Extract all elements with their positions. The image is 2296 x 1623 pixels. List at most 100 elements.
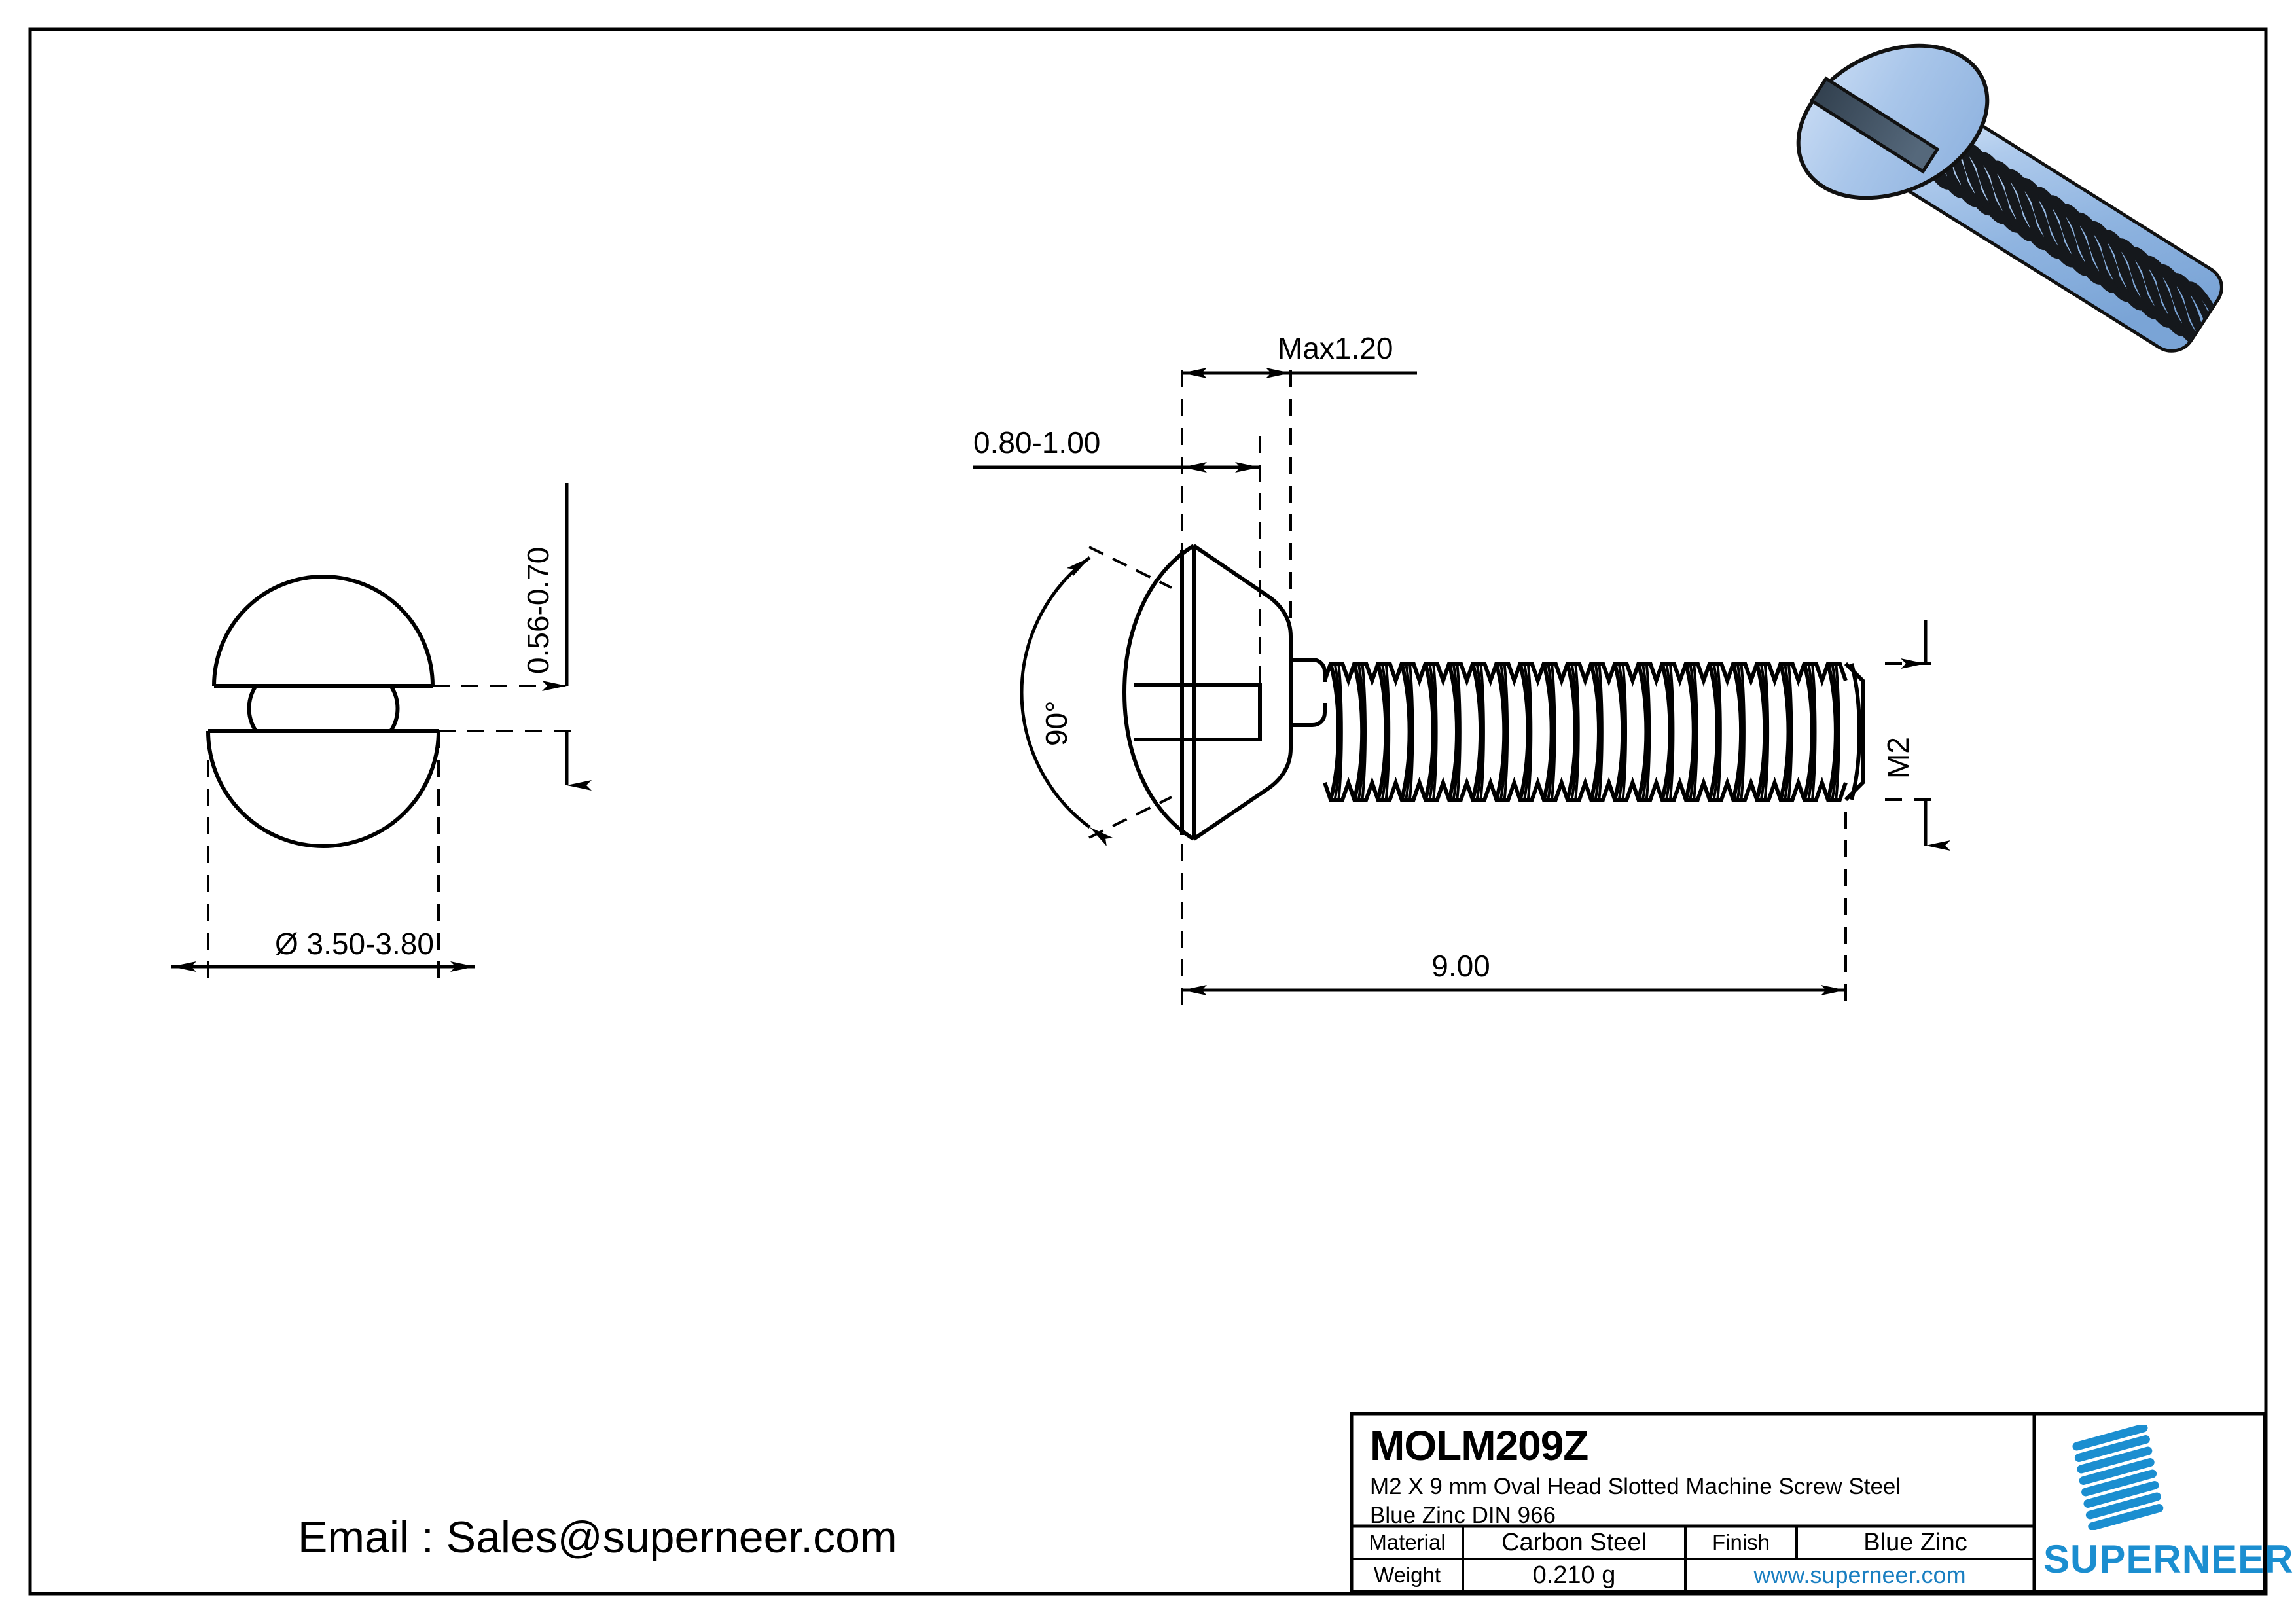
thread-flank-line [1811, 663, 1817, 800]
side-view-screw: 90° Max1.20 0.80-1.00 M2 9.00 [973, 331, 1950, 1008]
head-dome-lower-left [1122, 692, 1195, 841]
iso-3d-screw-render [1796, 43, 2223, 353]
thread-flank-line [1357, 663, 1365, 800]
end-view-head: Ø 3.50-3.80 0.56-0.70 [171, 483, 592, 980]
thread-flank-line [1665, 663, 1674, 800]
thread-flank-line [1850, 663, 1861, 800]
thread-flank-line [1778, 663, 1791, 800]
finish-label: Finish [1712, 1530, 1770, 1554]
thread-flank-line [1541, 663, 1554, 800]
thread-flank-line [1523, 663, 1532, 800]
shank-fillet-top [1291, 658, 1327, 682]
thread-flank-line [1570, 663, 1579, 800]
thread-flank-line [1456, 663, 1462, 800]
thread-flank-line [1423, 663, 1435, 800]
thread-flank-line [1621, 663, 1627, 800]
shank-fillet-bottom [1291, 703, 1327, 727]
angle-leader-top [1088, 546, 1172, 589]
thread-flank-line [1494, 663, 1507, 800]
thread-flank-line [1689, 663, 1697, 800]
slot-rectangle [1134, 683, 1262, 741]
finish-value: Blue Zinc [1863, 1528, 1967, 1556]
max-thickness-label: Max1.20 [1278, 331, 1393, 365]
head-height-label: 0.56-0.70 [521, 547, 555, 674]
thread-flank-line [1352, 663, 1365, 800]
sheet-border [28, 27, 2268, 1596]
thread-flank-line [1683, 663, 1696, 800]
thread-flank-line [1660, 663, 1672, 800]
thread-flank-line [1831, 663, 1839, 800]
thread-flank-line [1598, 663, 1604, 800]
thread-flank-line [1432, 663, 1438, 800]
angle-leader-bottom [1088, 796, 1172, 839]
part-number: MOLM209Z [1370, 1422, 1588, 1469]
thread-flank-line [1716, 663, 1722, 800]
thread-flank-line [1641, 663, 1650, 800]
thread-flank-line [1736, 663, 1744, 800]
thread-profile [1323, 662, 1865, 802]
head-upper-arc [212, 575, 435, 687]
thread-flank-line [1740, 663, 1746, 800]
part-description-line-1: M2 X 9 mm Oval Head Slotted Machine Scre… [1370, 1474, 1901, 1499]
slot-left-arc [247, 685, 258, 732]
thread-flank-line [1784, 663, 1792, 800]
thread-flank-line [1755, 663, 1767, 800]
slot-right-arc [389, 685, 400, 732]
slot-width-label: 0.80-1.00 [973, 425, 1100, 459]
weight-value: 0.210 g [1532, 1561, 1616, 1589]
thread-flank-line [1361, 663, 1367, 800]
weight-label: Weight [1373, 1563, 1441, 1587]
thread-flank-line [1731, 663, 1744, 800]
shaft-end-chamfer [1844, 662, 1865, 802]
thread-flank-line [1547, 663, 1555, 800]
website-link[interactable]: www.superneer.com [1753, 1561, 1966, 1588]
thread-flank-line [1499, 663, 1508, 800]
overall-length-label: 9.00 [1431, 949, 1490, 983]
thread-flank-line [1518, 663, 1530, 800]
thread-flank-line [1551, 663, 1556, 800]
head-dome-upper-left [1122, 544, 1195, 693]
thread-flank-line [1613, 663, 1625, 800]
head-diameter-label: Ø 3.50-3.80 [275, 927, 434, 961]
thread-flank-line [1475, 663, 1484, 800]
thread-flank-line [1636, 663, 1649, 800]
thread-flank-line [1759, 663, 1768, 800]
thread-flank-line [1329, 663, 1340, 800]
head-lower-arc [206, 730, 440, 848]
thread-flank-line [1763, 663, 1770, 800]
thread-flank-line [1380, 663, 1390, 800]
thread-flank-line [1574, 663, 1580, 800]
thread-flank-line [1479, 663, 1485, 800]
thread-flank-line [1428, 663, 1437, 800]
thread-flank-line [1693, 663, 1698, 800]
contact-email: Email : Sales@superneer.com [298, 1512, 897, 1562]
thread-flank-line [1712, 663, 1721, 800]
thread-flank-line [1408, 663, 1414, 800]
thread-flank-line [1447, 663, 1459, 800]
thread-flank-line [1835, 663, 1840, 800]
thread-flank-line [1802, 663, 1814, 800]
thread-flank-line [1566, 663, 1577, 800]
thread-flank-line [1503, 663, 1509, 800]
thread-flank-line [1787, 663, 1793, 800]
title-block-frame [1350, 1412, 2267, 1594]
iso-head-slot [1809, 76, 1940, 174]
thread-flank-line [1589, 663, 1601, 800]
head-angle-arc [1020, 556, 1113, 847]
thread-flank-line [1399, 663, 1412, 800]
thread-size-label: M2 [1881, 737, 1915, 779]
part-description-line-2: Blue Zinc DIN 966 [1370, 1503, 1556, 1528]
thread-flank-line [1471, 663, 1483, 800]
head-countersink-outline [1193, 544, 1293, 841]
thread-flank-line [1405, 663, 1413, 800]
material-value: Carbon Steel [1501, 1528, 1647, 1556]
superneer-striped-logo [2072, 1425, 2164, 1530]
thread-flank-line [1376, 663, 1388, 800]
thread-flank-line [1807, 663, 1816, 800]
brand-wordmark: SUPERNEER [2043, 1537, 2294, 1581]
thread-flank-line [1708, 663, 1719, 800]
head-angle-label: 90° [1039, 700, 1073, 746]
title-block [1350, 1412, 2267, 1594]
